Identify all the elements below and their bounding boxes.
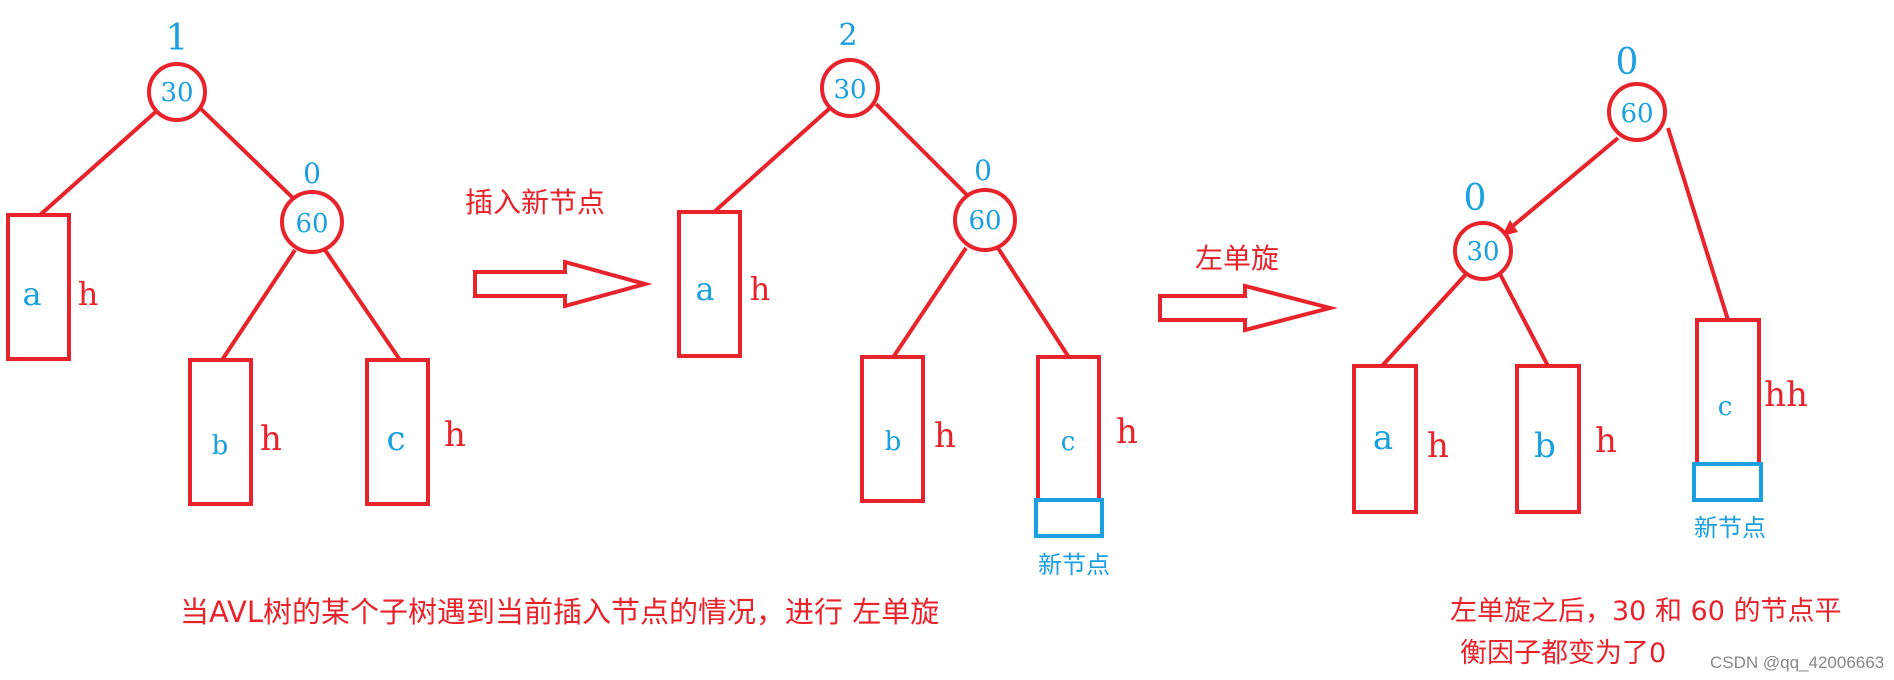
node-child (953, 188, 1017, 252)
root-balance-factor: 0 (1616, 42, 1639, 83)
edge-30-a (712, 106, 832, 214)
right-arrow-icon (473, 259, 653, 309)
subtree-a-height: h (1427, 426, 1449, 466)
arrow-rotate-label: 左单旋 (1195, 242, 1279, 275)
edge-30-60 (874, 102, 970, 198)
node-root (147, 62, 207, 122)
subtree-c-height: hh (1764, 375, 1808, 415)
subtree-b-label: b (212, 431, 229, 461)
subtree-a-label: a (22, 275, 41, 313)
node-root-value: 30 (833, 75, 866, 105)
node-child (1453, 221, 1513, 281)
new-node-box (1034, 498, 1104, 538)
edge-30-60 (198, 106, 297, 202)
subtree-c-label: c (386, 419, 405, 459)
root-balance-factor: 1 (166, 18, 189, 59)
subtree-a (6, 213, 71, 361)
edge-30-a (1380, 270, 1470, 368)
child-balance-factor: 0 (1464, 178, 1487, 219)
subtree-a (677, 210, 742, 358)
diagram-after-insert: 2 30 0 60 a h b h c h 新节点 (677, 18, 1138, 579)
node-child-value: 30 (1466, 237, 1499, 267)
right-arrow-icon (1158, 283, 1338, 333)
new-node-box (1692, 462, 1763, 502)
subtree-b (1515, 364, 1581, 514)
result-caption-line1: 左单旋之后，30 和 60 的节点平 (1450, 596, 1841, 627)
subtree-b-label: b (1534, 426, 1556, 466)
node-root (820, 58, 880, 118)
subtree-a-height: h (78, 275, 99, 313)
result-caption-line2: 衡因子都变为了0 (1460, 638, 1666, 669)
arrow-insert: 插入新节点 (465, 186, 653, 309)
subtree-c (365, 358, 430, 506)
edge-30-b (1498, 273, 1550, 367)
diagram-after-rotation: 0 60 0 30 a h b h c hh 新节点 (1352, 42, 1808, 542)
subtree-b (860, 355, 925, 503)
subtree-b-height: h (1595, 421, 1617, 461)
subtree-a-height: h (750, 270, 771, 308)
root-balance-factor: 2 (838, 18, 857, 53)
subtree-c (1695, 318, 1761, 466)
watermark: CSDN @qq_42006663 (1710, 653, 1884, 672)
node-root-value: 60 (1620, 99, 1653, 129)
edge-60-c (996, 246, 1070, 358)
child-balance-factor: 0 (303, 157, 321, 190)
subtree-c-height: h (444, 415, 466, 455)
edge-60-30 (1506, 136, 1620, 232)
node-root-value: 30 (160, 78, 193, 108)
edge-60-c (323, 248, 402, 362)
subtree-b (188, 358, 253, 506)
edge-60-b (892, 246, 968, 358)
edge-60-b (220, 248, 297, 362)
subtree-b-height: h (260, 419, 282, 459)
new-node-label: 新节点 (1694, 514, 1766, 542)
node-child-value: 60 (295, 209, 328, 239)
arrow-insert-label: 插入新节点 (465, 186, 605, 219)
subtree-c-label: c (1061, 427, 1076, 457)
subtree-a-label: a (1373, 418, 1393, 458)
node-child-value: 60 (968, 206, 1001, 236)
diagram-before-insert: 1 30 0 60 a h b h c h (6, 18, 466, 506)
subtree-a-label: a (695, 270, 714, 308)
subtree-c-label: c (1718, 392, 1733, 422)
arrow-rotate: 左单旋 (1158, 242, 1338, 333)
child-balance-factor: 0 (974, 154, 992, 187)
subtree-b-height: h (934, 416, 956, 456)
subtree-b-label: b (885, 427, 902, 457)
node-child (280, 190, 344, 254)
subtree-c-height: h (1116, 412, 1138, 452)
new-node-label: 新节点 (1038, 551, 1110, 579)
node-root (1607, 82, 1667, 142)
subtree-a (1352, 364, 1418, 514)
main-caption: 当AVL树的某个子树遇到当前插入节点的情况，进行 左单旋 (180, 595, 939, 629)
edge-30-a (38, 106, 162, 217)
edge-60-c (1666, 127, 1730, 321)
